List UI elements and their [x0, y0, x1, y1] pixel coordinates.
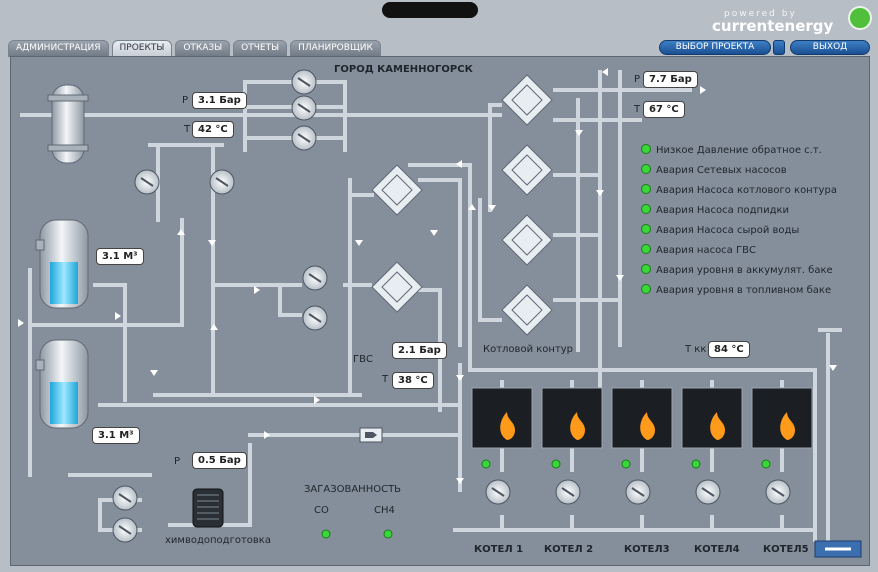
boiler-5-label[interactable]: КОТЕЛ5 [763, 544, 809, 555]
tank1-level-value: 3.1 M³ [96, 248, 144, 265]
outlet-temp-label: T [634, 104, 641, 115]
gvs-temp-label: T [382, 374, 389, 385]
alarm-item: Авария Насоса котлового контура [641, 184, 837, 196]
tank2-level-value: 3.1 M³ [92, 427, 140, 444]
main-tabs: АДМИНИСТРАЦИЯ ПРОЕКТЫ ОТКАЗЫ ОТЧЕТЫ ПЛАН… [8, 40, 381, 57]
alarm-item: Авария Насоса подпидки [641, 204, 789, 216]
plant-title: ГОРОД КАМЕННОГОРСК [334, 64, 473, 75]
gvs-label: ГВС [353, 354, 373, 365]
tab-reports[interactable]: ОТЧЕТЫ [233, 40, 288, 57]
outlet-pressure-value: 7.7 Бар [643, 71, 698, 88]
powered-by-label: powered by [724, 9, 797, 19]
tab-failures[interactable]: ОТКАЗЫ [175, 40, 231, 57]
tank-2 [35, 339, 89, 429]
status-ok-icon [641, 204, 651, 214]
tkk-label: T кк [685, 344, 707, 355]
makeup-pressure-label: P [174, 456, 181, 467]
gvs-pressure-value: 2.1 Бар [392, 342, 447, 359]
tkk-value: 84 °C [708, 341, 750, 358]
brand-logo-icon [848, 6, 872, 30]
boiler-2-label[interactable]: КОТЕЛ 2 [544, 544, 594, 555]
exit-button[interactable]: ВЫХОД [790, 40, 870, 55]
tab-projects[interactable]: ПРОЕКТЫ [111, 40, 173, 57]
status-ok-icon [641, 244, 651, 254]
co-label: CO [314, 505, 329, 516]
boiler-3-label[interactable]: КОТЕЛ3 [624, 544, 670, 555]
outlet-pressure-label: P [634, 74, 641, 85]
outlet-temp-value: 67 °C [643, 101, 685, 118]
select-project-button[interactable]: ВЫБОР ПРОЕКТА [659, 40, 771, 55]
boiler-circuit-label: Котловой контур [483, 344, 574, 355]
status-ok-icon [641, 224, 651, 234]
tab-scheduler[interactable]: ПЛАНИРОВЩИК [290, 40, 381, 57]
inlet-temp-value: 42 °C [192, 121, 234, 138]
boiler-4-label[interactable]: КОТЕЛ4 [694, 544, 740, 555]
gas-contamination-title: ЗАГАЗОВАННОСТЬ [304, 484, 402, 495]
status-ok-icon [641, 164, 651, 174]
inlet-temp-label: T [184, 124, 191, 135]
makeup-pressure-value: 0.5 Бар [192, 452, 247, 469]
water-treatment-label: химводоподготовка [165, 535, 271, 546]
status-ok-icon [641, 284, 651, 294]
status-ok-icon [641, 184, 651, 194]
alarm-item: Авария уровня в аккумулят. баке [641, 264, 833, 276]
status-ok-icon [641, 144, 651, 154]
alarm-item: Авария уровня в топливном баке [641, 284, 831, 296]
alarm-item: Авария насоса ГВС [641, 244, 756, 256]
boiler-1-label[interactable]: КОТЕЛ 1 [474, 544, 524, 555]
inlet-pressure-value: 3.1 Бар [192, 92, 247, 109]
inlet-pressure-label: P [182, 95, 189, 106]
alarm-item: Авария Сетевых насосов [641, 164, 787, 176]
alarm-item: Авария Насоса сырой воды [641, 224, 799, 236]
gvs-temp-value: 38 °C [392, 372, 434, 389]
tab-administration[interactable]: АДМИНИСТРАЦИЯ [8, 40, 109, 57]
alarm-item: Низкое Давление обратное с.т. [641, 144, 822, 156]
status-ok-icon [641, 264, 651, 274]
brand-logo-text: currentenergy [712, 17, 834, 35]
monitor-icon[interactable] [773, 40, 785, 55]
ch4-label: CH4 [374, 505, 395, 516]
window-title-cap [382, 2, 478, 18]
tank-1 [35, 219, 89, 309]
